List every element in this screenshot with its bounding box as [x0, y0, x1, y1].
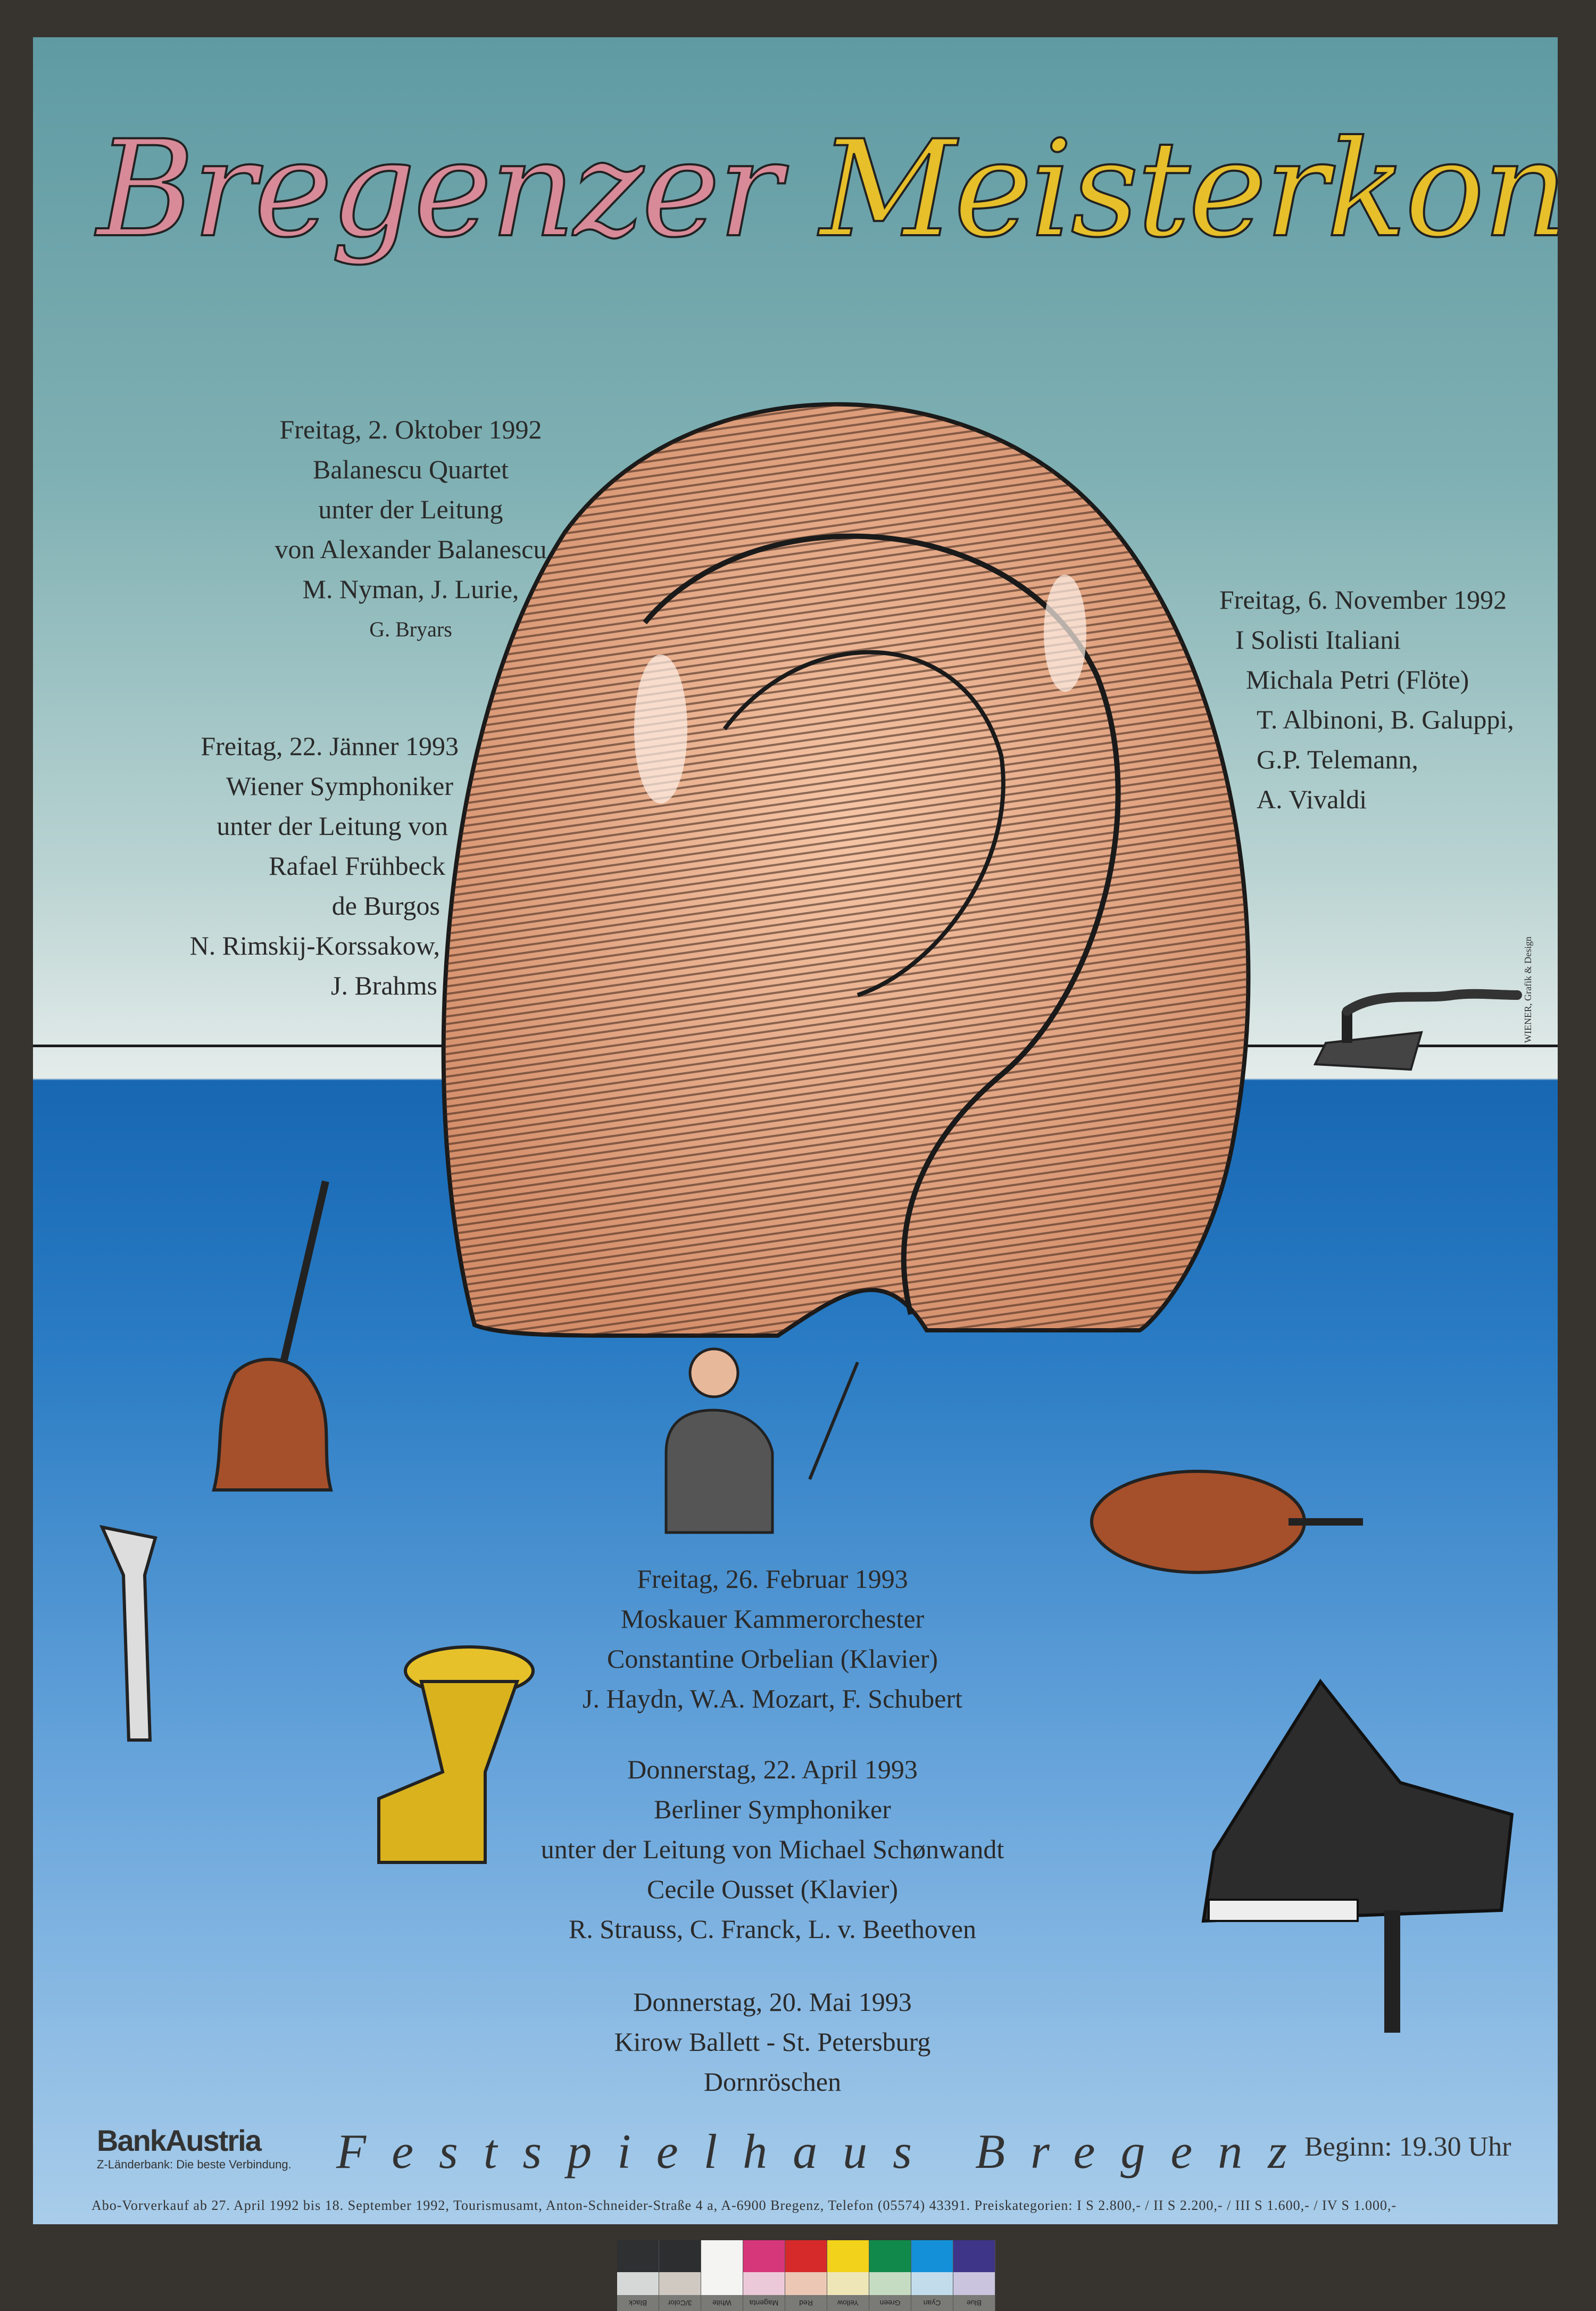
venue-name: Festspielhaus Bregenz	[336, 2124, 1313, 2179]
concert-date: Freitag, 22. Jänner 1993	[201, 731, 459, 761]
swatch-top	[701, 2240, 743, 2272]
color-swatch: Yellow	[827, 2240, 869, 2311]
concert-composers: M. Nyman, J. Lurie,	[302, 574, 519, 604]
poster: Bregenzer Meisterkonzerte Freitag, 2. Ok…	[33, 37, 1558, 2224]
concert-may: Donnerstag, 20. Mai 1993 Kirow Ballett -…	[480, 1982, 1065, 2102]
concert-november: Freitag, 6. November 1992 I Solisti Ital…	[1219, 580, 1514, 819]
steamship-illustration	[1313, 989, 1522, 1071]
swatch-top	[911, 2240, 953, 2272]
concert-date: Freitag, 6. November 1992	[1219, 585, 1507, 615]
concert-composers: J. Brahms	[331, 971, 437, 1000]
swatch-label: Magenta	[743, 2295, 785, 2311]
swatch-label: Blue	[953, 2295, 995, 2311]
swatch-bottom	[659, 2272, 701, 2295]
clarinet-illustration	[99, 1525, 157, 1742]
concert-ensemble: Kirow Ballett - St. Petersburg	[614, 2027, 931, 2057]
sponsor-tagline: Z-Länderbank: Die beste Verbindung.	[97, 2158, 292, 2171]
concert-conductor: Rafael Frühbeck	[269, 851, 445, 881]
concert-conductor: de Burgos	[331, 891, 440, 921]
swatch-label: Yellow	[827, 2295, 869, 2311]
ear-illustration	[441, 402, 1251, 1338]
concert-october: Freitag, 2. Oktober 1992 Balanescu Quart…	[182, 410, 639, 649]
color-swatch: Black	[617, 2240, 659, 2311]
concert-february: Freitag, 26. Februar 1993 Moskauer Kamme…	[480, 1559, 1065, 1719]
concert-conductor: unter der Leitung von Michael Schønwandt	[541, 1834, 1004, 1864]
designer-credit: WIENER, Grafik & Design	[1523, 937, 1533, 1043]
color-swatch: Green	[869, 2240, 911, 2311]
sponsor-logo: BankAustria Z-Länderbank: Die beste Verb…	[97, 2123, 292, 2172]
concert-composers: J. Haydn, W.A. Mozart, F. Schubert	[583, 1684, 962, 1713]
swatch-top	[869, 2240, 911, 2272]
concert-composers: N. Rimskij-Korssakow,	[189, 931, 440, 960]
color-swatch: Cyan	[911, 2240, 953, 2311]
color-swatch: Red	[785, 2240, 827, 2311]
swatch-top	[827, 2240, 869, 2272]
concert-line: unter der Leitung von	[217, 811, 448, 841]
title-part-2: Meisterkonzerte	[819, 111, 1558, 268]
swatch-bottom	[869, 2272, 911, 2295]
swatch-bottom	[953, 2272, 995, 2295]
concert-date: Donnerstag, 20. Mai 1993	[633, 1987, 912, 2017]
poster-title: Bregenzer Meisterkonzerte	[96, 111, 1558, 268]
swatch-bottom	[701, 2272, 743, 2295]
swatch-top	[785, 2240, 827, 2272]
violin-illustration	[1090, 1470, 1363, 1574]
concert-line: unter der Leitung	[318, 494, 503, 524]
concert-ensemble: Berliner Symphoniker	[654, 1794, 891, 1824]
swatch-bottom	[785, 2272, 827, 2295]
concert-composers: T. Albinoni, B. Galuppi,	[1257, 705, 1514, 734]
color-swatch: 3/Color	[659, 2240, 701, 2311]
concert-work: Dornröschen	[703, 2067, 842, 2097]
grand-piano-illustration	[1201, 1678, 1514, 2033]
swatch-top	[617, 2240, 659, 2272]
swatch-label: Red	[785, 2295, 827, 2311]
title-part-1: Bregenzer	[96, 111, 783, 268]
swatch-top	[659, 2240, 701, 2272]
concert-line: von Alexander Balanescu	[275, 534, 547, 564]
concert-soloist: Michala Petri (Flöte)	[1246, 665, 1469, 694]
concert-april: Donnerstag, 22. April 1993 Berliner Symp…	[480, 1750, 1065, 1949]
concert-composers: R. Strauss, C. Franck, L. v. Beethoven	[568, 1914, 977, 1944]
swatch-bottom	[743, 2272, 785, 2295]
swatch-label: 3/Color	[659, 2295, 701, 2311]
color-swatch: White	[701, 2240, 743, 2311]
concert-soloist: Cecile Ousset (Klavier)	[646, 1874, 899, 1904]
concert-date: Freitag, 26. Februar 1993	[637, 1564, 908, 1594]
swatch-label: Black	[617, 2295, 659, 2311]
swatch-label: Cyan	[911, 2295, 953, 2311]
concert-ensemble: Wiener Symphoniker	[226, 771, 453, 801]
swatch-label: White	[701, 2295, 743, 2311]
concert-soloist: Constantine Orbelian (Klavier)	[606, 1644, 938, 1674]
concert-date: Donnerstag, 22. April 1993	[627, 1754, 918, 1784]
ticket-info: Abo-Vorverkauf ab 27. April 1992 bis 18.…	[92, 2198, 1397, 2213]
concert-ensemble: Moskauer Kammerorchester	[620, 1604, 925, 1634]
concert-composers: G. Bryars	[369, 617, 452, 641]
start-time: Beginn: 19.30 Uhr	[1304, 2132, 1511, 2162]
concert-ensemble: I Solisti Italiani	[1235, 625, 1401, 655]
swatch-bottom	[617, 2272, 659, 2295]
concert-january: Freitag, 22. Jänner 1993 Wiener Symphoni…	[86, 726, 459, 1006]
cello-illustration	[212, 1180, 333, 1492]
swatch-bottom	[827, 2272, 869, 2295]
swatch-top	[953, 2240, 995, 2272]
concert-date: Freitag, 2. Oktober 1992	[279, 415, 542, 444]
swatch-label: Green	[869, 2295, 911, 2311]
swatch-bottom	[911, 2272, 953, 2295]
tuba-illustration	[377, 1645, 535, 1864]
sponsor-name: BankAustria	[97, 2124, 262, 2157]
concert-ensemble: Balanescu Quartet	[313, 454, 509, 484]
concert-composers: G.P. Telemann,	[1257, 744, 1418, 774]
color-swatch: Magenta	[743, 2240, 785, 2311]
swatch-top	[743, 2240, 785, 2272]
conductor-illustration	[664, 1347, 859, 1534]
concert-composers: A. Vivaldi	[1257, 784, 1367, 814]
color-swatch: Blue	[953, 2240, 995, 2311]
